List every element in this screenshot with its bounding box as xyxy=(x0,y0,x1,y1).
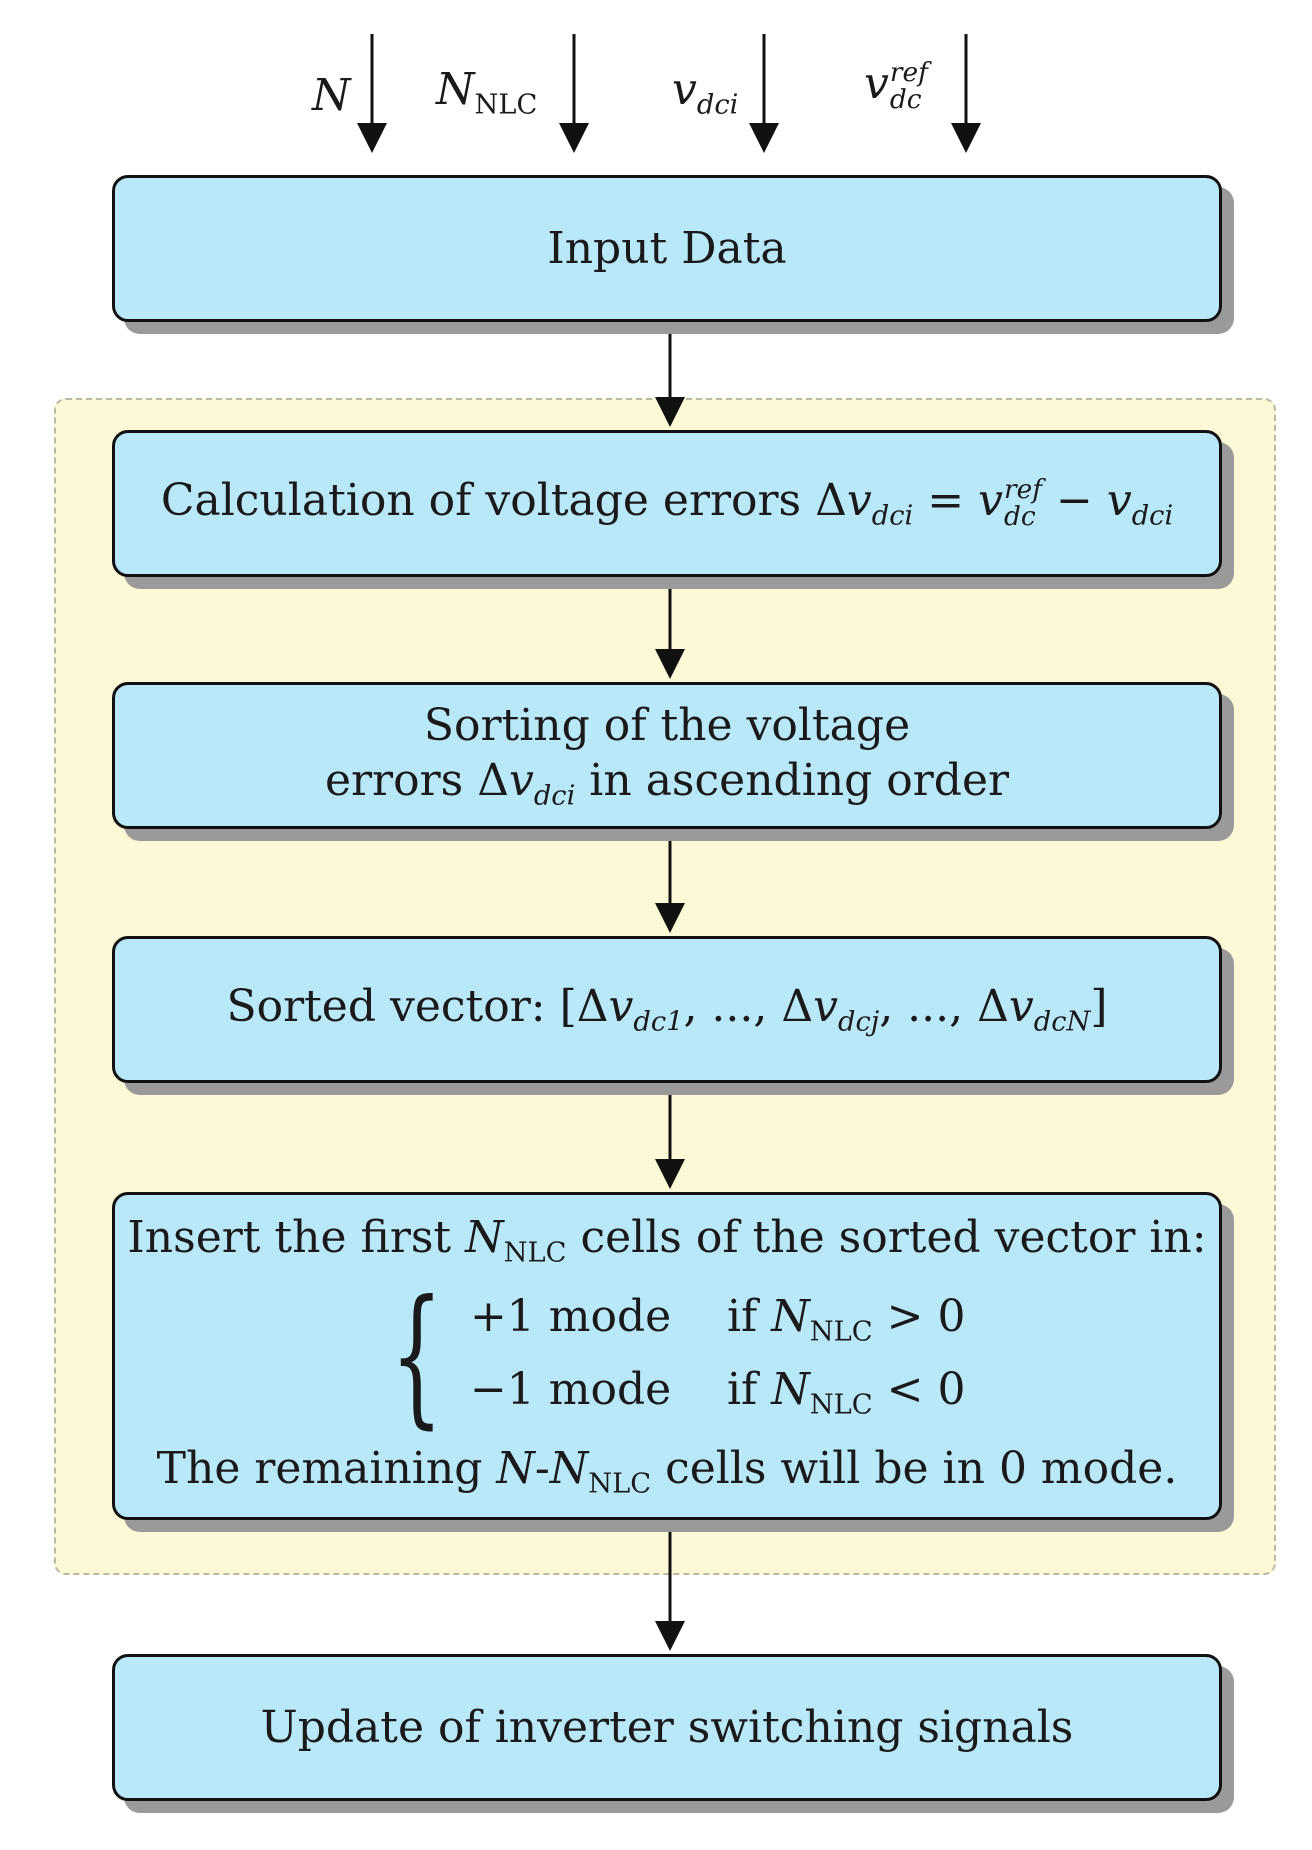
insertion-rule-box: Insert the first NNLC cells of the sorte… xyxy=(112,1192,1222,1520)
update-switching-signals-label: Update of inverter switching signals xyxy=(260,1702,1074,1753)
insertion-rule-line-3: The remaining N-NNLC cells will be in 0 … xyxy=(156,1443,1178,1500)
cases-brace: { xyxy=(389,1269,443,1443)
sorted-vector-text: Sorted vector: [Δvdc1, ..., Δvdcj, ..., … xyxy=(226,981,1108,1038)
insertion-rule-line-1: Insert the first NNLC cells of the sorte… xyxy=(127,1212,1207,1269)
input-data-label: Input Data xyxy=(547,223,787,274)
case-negative: −1 mode if NNLC < 0 xyxy=(469,1364,966,1421)
update-switching-signals-box: Update of inverter switching signals xyxy=(112,1654,1222,1801)
sorted-vector-box: Sorted vector: [Δvdc1, ..., Δvdcj, ..., … xyxy=(112,936,1222,1083)
sorting-line-1: Sorting of the voltage xyxy=(423,699,911,751)
input-label-nnlc: NNLC xyxy=(436,64,538,121)
insertion-mode-cases: { +1 mode if NNLC > 0 −1 mode if NNLC < … xyxy=(369,1281,966,1431)
input-label-vdci: vdci xyxy=(672,64,739,121)
input-data-box: Input Data xyxy=(112,175,1222,322)
case-positive: +1 mode if NNLC > 0 xyxy=(469,1291,966,1348)
sorting-line-2: errors Δvdci in ascending order xyxy=(324,754,1010,812)
sorting-box: Sorting of the voltage errors Δvdci in a… xyxy=(112,682,1222,829)
input-label-n: N xyxy=(312,70,351,121)
